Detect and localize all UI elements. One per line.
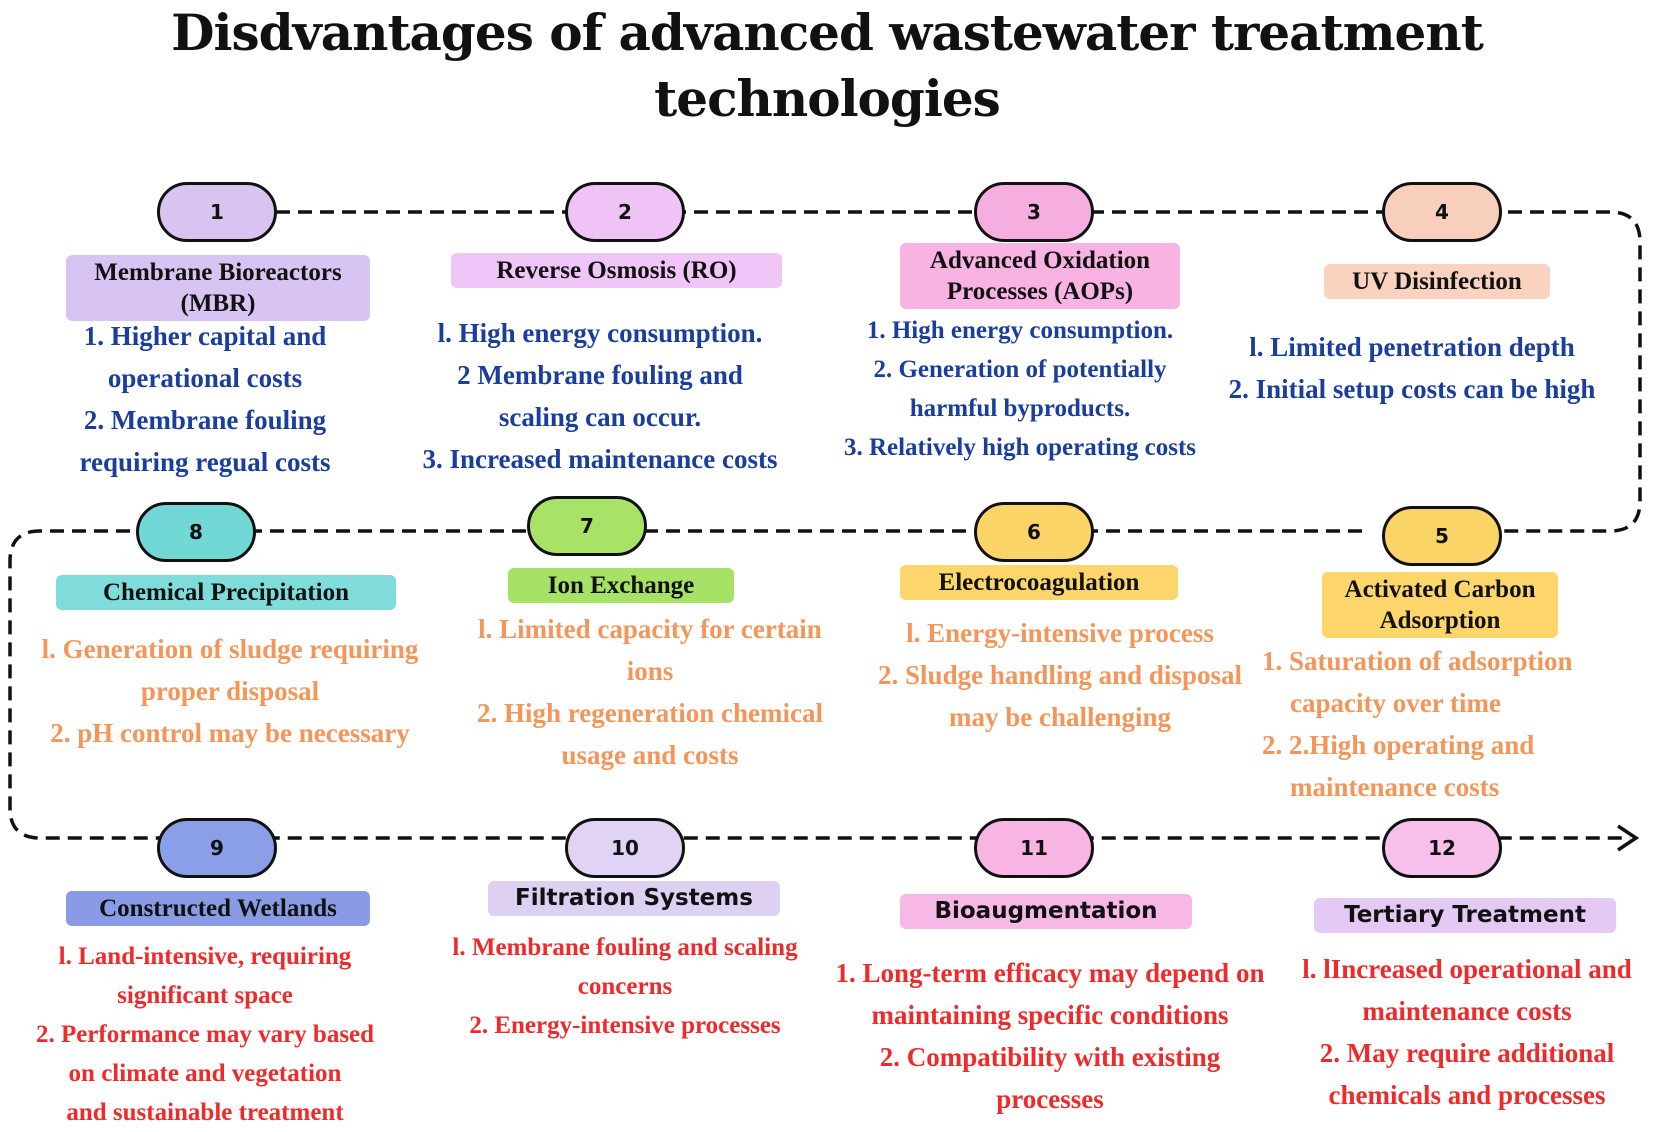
point: l. Limited penetration depth: [1249, 332, 1575, 362]
point: significant space: [117, 982, 293, 1009]
step-points-1: 1. Higher capital and operational costs …: [20, 315, 390, 483]
step-label-2: Reverse Osmosis (RO): [451, 253, 782, 288]
point: l. Energy-intensive process: [906, 618, 1214, 648]
point: 3. Increased maintenance costs: [422, 444, 778, 474]
point: scaling can occur.: [498, 402, 702, 432]
point: maintaining specific conditions: [871, 1000, 1229, 1030]
point: concerns: [577, 973, 673, 1000]
point: l. High energy consumption.: [437, 318, 763, 348]
step-points-12: l. lIncreased operational and maintenanc…: [1280, 948, 1654, 1116]
step-points-2: l. High energy consumption. 2 Membrane f…: [390, 312, 810, 480]
page-title: Disdvantages of advanced wastewater trea…: [171, 3, 1484, 128]
flow-path-row2: [8, 529, 1630, 840]
step-label-1: Membrane Bioreactors (MBR): [66, 255, 370, 321]
point: capacity over time: [1290, 688, 1501, 718]
step-points-6: l. Energy-intensive process 2. Sludge ha…: [860, 612, 1260, 738]
step-label-10: Filtration Systems: [488, 881, 780, 916]
point: 2. Energy-intensive processes: [469, 1012, 781, 1039]
point: 1. Higher capital and: [83, 321, 327, 351]
step-number-2: 2: [565, 182, 685, 242]
step-points-10: l. Membrane fouling and scaling concerns…: [420, 928, 830, 1045]
point: 2. pH control may be necessary: [50, 718, 410, 748]
step-label-11: Bioaugmentation: [900, 894, 1192, 929]
point: 2. Sludge handling and disposal: [878, 660, 1242, 690]
step-number-1: 1: [157, 182, 277, 242]
arrow-head-icon: [1617, 824, 1640, 852]
point: 3. Relatively high operating costs: [843, 434, 1197, 461]
step-label-6: Electrocoagulation: [900, 565, 1178, 600]
step-label-5: Activated Carbon Adsorption: [1322, 572, 1558, 638]
point: harmful byproducts.: [909, 395, 1131, 422]
point: ions: [626, 656, 674, 686]
step-points-4: l. Limited penetration depth 2. Initial …: [1192, 326, 1632, 410]
step-number-6: 6: [974, 502, 1094, 562]
step-points-9: l. Land-intensive, requiring significant…: [20, 937, 390, 1132]
point: may be challenging: [948, 702, 1171, 732]
point: 2. 2.High operating and: [1262, 730, 1535, 760]
point: 1. Long-term efficacy may depend on: [835, 958, 1265, 988]
step-number-3: 3: [974, 182, 1094, 242]
step-points-7: l. Limited capacity for certain ions 2. …: [440, 608, 860, 776]
point: 1. High energy consumption.: [866, 317, 1174, 344]
point: 2. Compatibility with existing: [879, 1042, 1221, 1072]
point: maintenance costs: [1290, 772, 1500, 802]
point: 2. Membrane fouling: [83, 405, 327, 435]
step-number-8: 8: [136, 502, 256, 562]
step-number-5: 5: [1382, 506, 1502, 566]
step-number-4: 4: [1382, 182, 1502, 242]
point: operational costs: [107, 363, 303, 393]
point: usage and costs: [561, 740, 739, 770]
point: requiring regual costs: [79, 447, 331, 477]
point: 2. High regeneration chemical: [477, 698, 823, 728]
point: 2. Performance may vary based: [35, 1021, 375, 1048]
step-number-9: 9: [157, 818, 277, 878]
step-points-5: 1. Saturation of adsorption capacity ove…: [1262, 640, 1642, 808]
point: on climate and vegetation: [68, 1060, 342, 1087]
step-number-12: 12: [1382, 818, 1502, 878]
flow-path-row1: [276, 210, 1642, 533]
point: l. Generation of sludge requiring: [41, 634, 419, 664]
step-label-4: UV Disinfection: [1324, 264, 1550, 299]
point: 2. May require additional: [1319, 1038, 1615, 1068]
point: maintenance costs: [1362, 996, 1572, 1026]
step-label-12: Tertiary Treatment: [1314, 898, 1616, 933]
step-number-7: 7: [527, 496, 647, 556]
step-label-9: Constructed Wetlands: [66, 891, 370, 926]
step-number-11: 11: [974, 818, 1094, 878]
step-points-8: l. Generation of sludge requiring proper…: [20, 628, 440, 754]
point: l. lIncreased operational and: [1302, 954, 1632, 984]
point: l. Land-intensive, requiring: [58, 943, 352, 970]
point: 2. Initial setup costs can be high: [1228, 374, 1596, 404]
point: chemicals and processes: [1328, 1080, 1606, 1110]
step-points-11: 1. Long-term efficacy may depend on main…: [830, 952, 1270, 1120]
point: proper disposal: [140, 676, 320, 706]
point: 1. Saturation of adsorption: [1262, 646, 1573, 676]
step-number-10: 10: [565, 818, 685, 878]
step-label-8: Chemical Precipitation: [56, 575, 396, 610]
step-points-3: 1. High energy consumption. 2. Generatio…: [810, 311, 1230, 467]
point: processes: [996, 1084, 1104, 1114]
point: l. Limited capacity for certain: [478, 614, 822, 644]
point: 2. Generation of potentially: [873, 356, 1167, 383]
step-label-3: Advanced Oxidation Processes (AOPs): [900, 243, 1180, 309]
point: 2 Membrane fouling and: [457, 360, 743, 390]
point: l. Membrane fouling and scaling: [452, 934, 798, 961]
point: and sustainable treatment: [66, 1099, 344, 1126]
step-label-7: Ion Exchange: [508, 568, 734, 603]
